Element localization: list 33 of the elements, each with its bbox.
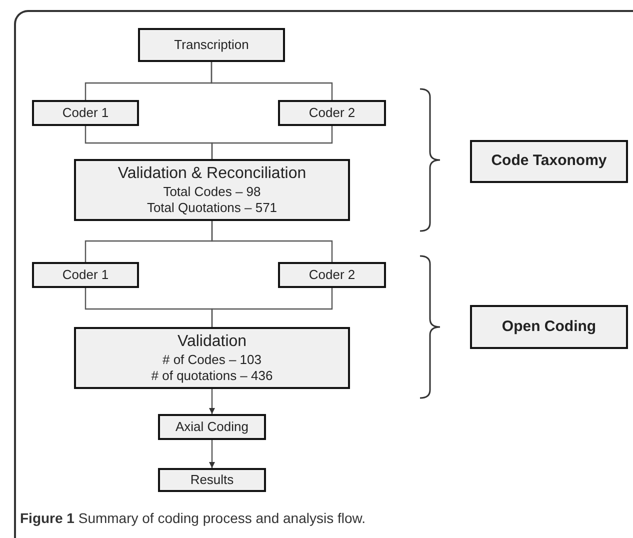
box-label: Coder 2	[308, 104, 356, 122]
box-label: Axial Coding	[176, 418, 248, 436]
connector-line	[211, 288, 333, 327]
figure-caption: Figure 1 Summary of coding process and analysis flow.	[20, 509, 366, 528]
phase-box	[470, 305, 628, 349]
box-detail: Total Codes – 98	[163, 184, 261, 200]
box-label: Code Taxonomy	[491, 152, 607, 171]
connector-line	[211, 126, 333, 159]
process-box	[32, 100, 139, 126]
box-label: Open Coding	[502, 318, 596, 336]
box-label: Coder 2	[308, 266, 356, 284]
box-detail: # of quotations – 436	[151, 368, 273, 384]
process-box	[278, 262, 386, 288]
arrow	[209, 389, 215, 414]
box-label: Coder 1	[62, 104, 109, 122]
box-label: Transcription	[174, 36, 249, 54]
arrow	[209, 440, 215, 468]
box-label: Coder 1	[62, 266, 109, 284]
box-label: Validation	[177, 332, 247, 352]
process-box	[278, 100, 386, 126]
process-box	[158, 468, 266, 492]
process-box	[74, 327, 350, 389]
process-box	[32, 262, 139, 288]
process-box	[158, 414, 266, 440]
connector-line	[211, 221, 333, 262]
box-label: Results	[190, 472, 234, 488]
box-detail: Total Quotations – 571	[146, 200, 278, 216]
process-box	[74, 159, 350, 221]
phase-box	[470, 140, 628, 183]
box-label: Validation & Reconciliation	[118, 164, 306, 184]
process-box	[138, 28, 285, 62]
connector-line	[210, 62, 333, 100]
box-detail: # of Codes – 103	[162, 352, 262, 368]
